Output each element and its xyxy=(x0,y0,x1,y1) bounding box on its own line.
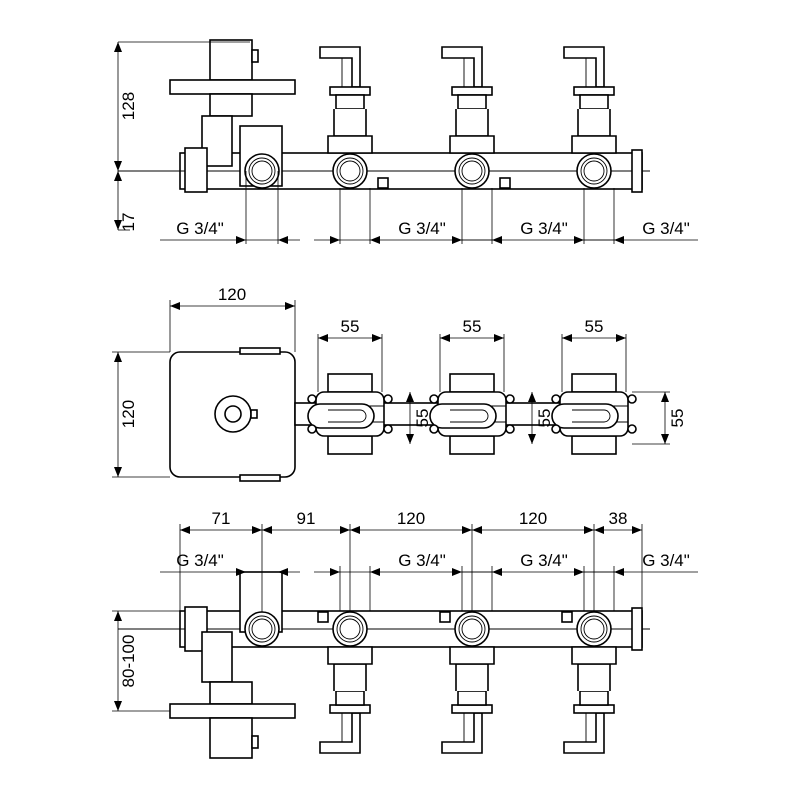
valve-top-1 xyxy=(319,46,389,189)
side-view-top: 128 17 G 3/4" G 3/4" G 3/4" G 3/4" xyxy=(114,39,698,244)
spacing-label: 120 xyxy=(397,509,425,528)
plate-width-label: 120 xyxy=(218,285,246,304)
valve-bottom-1 xyxy=(317,611,373,754)
height-label: 128 xyxy=(119,92,138,120)
spacing-label: 91 xyxy=(297,509,316,528)
valve-height-label: 55 xyxy=(413,409,432,428)
side-view-bottom: 71 91 120 120 38 G 3/4" G 3/4" G 3/4" G … xyxy=(112,509,698,759)
front-valve-3 xyxy=(551,373,637,455)
plate-height-label: 120 xyxy=(119,400,138,428)
valve-width-label: 55 xyxy=(463,317,482,336)
valve-width-label: 55 xyxy=(585,317,604,336)
thermostat-body xyxy=(169,571,296,759)
valve-height-label: 55 xyxy=(668,409,687,428)
valve-top-3 xyxy=(563,46,643,193)
thread-label: G 3/4" xyxy=(642,219,690,238)
valve-height-label: 55 xyxy=(535,409,554,428)
thread-label: G 3/4" xyxy=(398,551,446,570)
depth-label: 80-100 xyxy=(119,635,138,688)
valve-top-2 xyxy=(441,46,511,189)
front-view: 120 120 55 55 55 55 55 xyxy=(112,285,687,482)
valve-width-label: 55 xyxy=(341,317,360,336)
thread-label: G 3/4" xyxy=(520,551,568,570)
spacing-label: 120 xyxy=(519,509,547,528)
offset-label: 17 xyxy=(119,213,138,232)
front-valve-1 xyxy=(307,373,393,455)
thread-label: G 3/4" xyxy=(642,551,690,570)
thread-label: G 3/4" xyxy=(176,219,224,238)
spacing-label: 71 xyxy=(212,509,231,528)
thread-label: G 3/4" xyxy=(176,551,224,570)
front-valve-2 xyxy=(429,373,515,455)
thread-label: G 3/4" xyxy=(398,219,446,238)
valve-bottom-3 xyxy=(561,607,643,754)
spacing-label: 38 xyxy=(609,509,628,528)
valve-bottom-2 xyxy=(439,611,495,754)
thread-label: G 3/4" xyxy=(520,219,568,238)
